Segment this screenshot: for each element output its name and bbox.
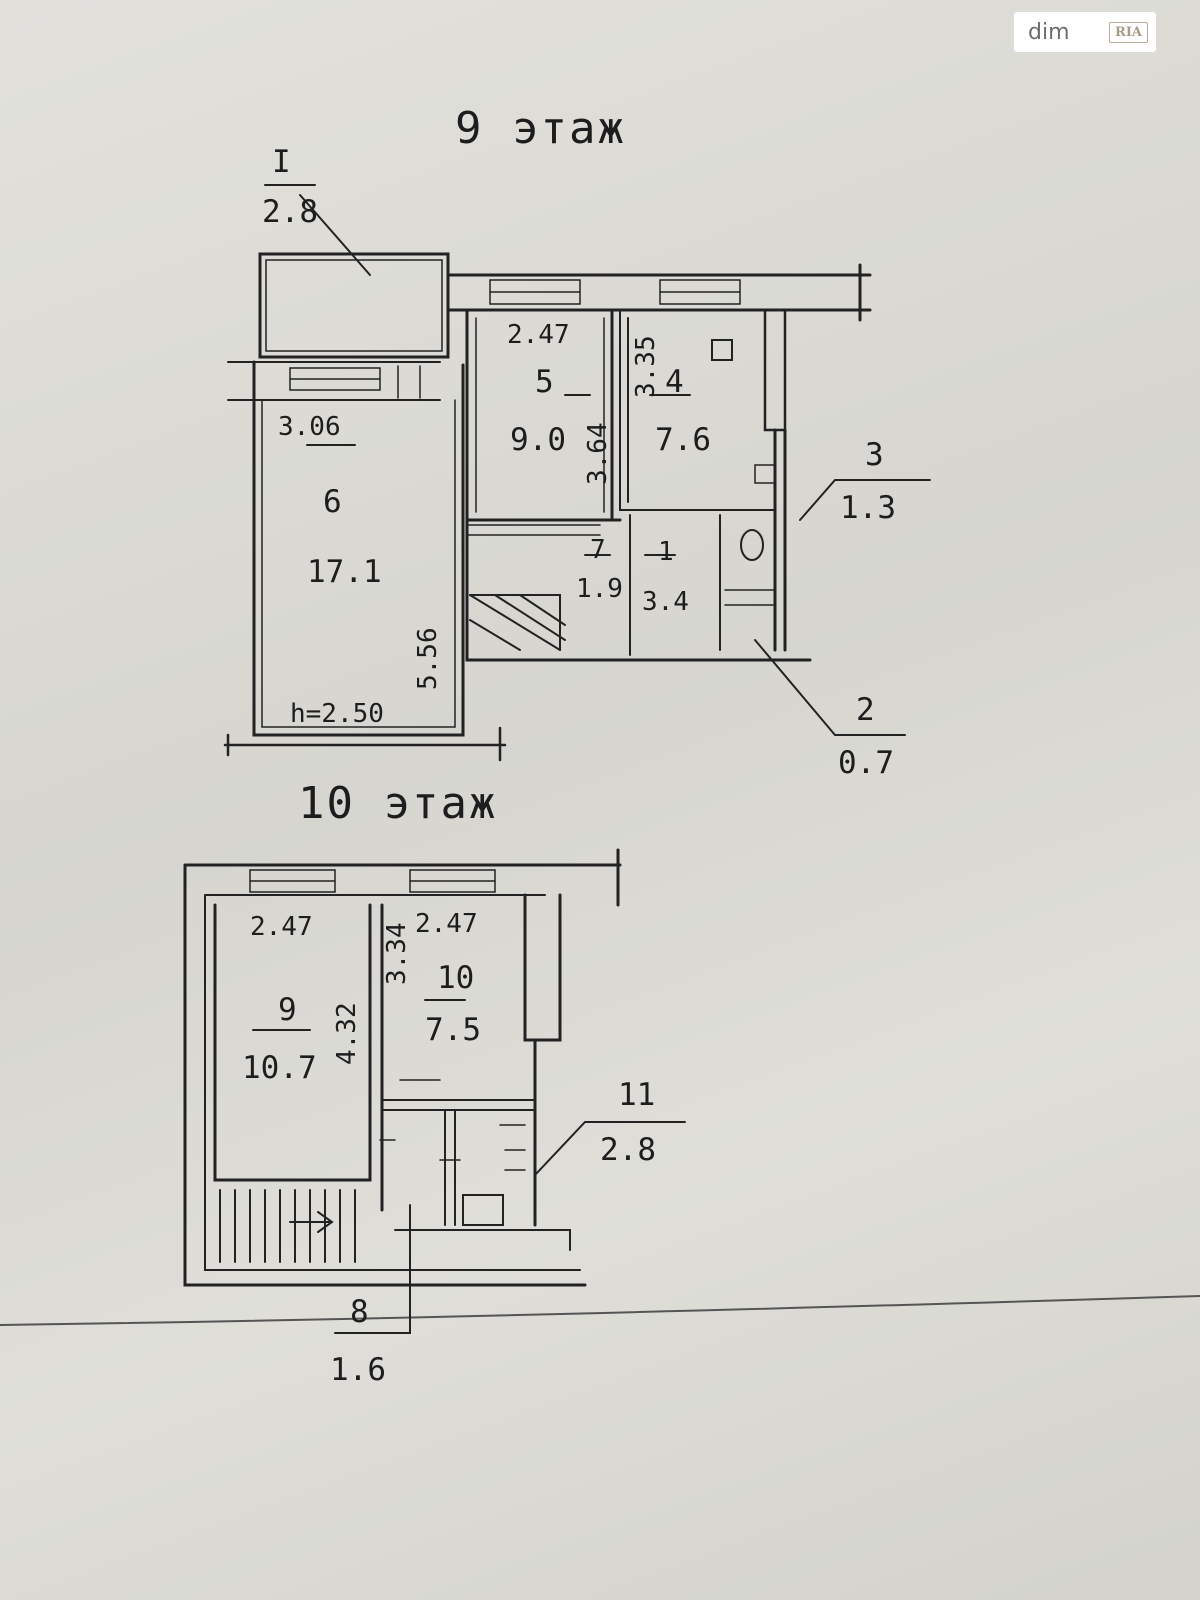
watermark-ria-text: RIA — [1109, 21, 1148, 43]
room-6-area: 17.1 — [307, 554, 382, 590]
sink-icon — [754, 464, 776, 484]
floor-10-plan — [183, 848, 686, 1334]
room-5-width: 2.47 — [507, 320, 570, 350]
room-7-number: 7 — [590, 535, 606, 565]
balcony-area: 2.8 — [262, 194, 318, 230]
room-2-area: 0.7 — [838, 745, 894, 781]
room-7-area: 1.9 — [576, 574, 623, 604]
room-1-number: 1 — [658, 537, 674, 567]
room-5-number: 5 — [535, 364, 554, 400]
room-5-area: 9.0 — [510, 422, 566, 458]
room-8-number: 8 — [350, 1294, 369, 1330]
room-4-length: 3.35 — [631, 335, 661, 398]
leader-line — [534, 1121, 686, 1176]
bath-icon — [462, 1194, 504, 1226]
room-3-area: 1.3 — [840, 490, 896, 526]
room-11-area: 2.8 — [600, 1132, 656, 1168]
leader-line — [334, 1204, 411, 1334]
room-8-area: 1.6 — [330, 1352, 386, 1388]
leader-line — [799, 479, 931, 521]
balcony-outline — [258, 252, 450, 359]
room-9-width: 2.47 — [250, 912, 313, 942]
room-1-area: 3.4 — [642, 587, 689, 617]
leader-line — [299, 194, 371, 276]
toilet-icon — [740, 529, 764, 561]
room-2-number: 2 — [856, 692, 875, 728]
balcony-number: I — [272, 144, 291, 180]
watermark-logo: dim RIA — [1014, 12, 1156, 52]
leader-line — [754, 639, 906, 736]
room-3-number: 3 — [865, 437, 884, 473]
room-5-length: 3.64 — [583, 422, 613, 485]
room-9-length: 4.32 — [332, 1002, 362, 1065]
floor-10-title: 10 этаж — [298, 778, 497, 829]
room-9-number: 9 — [278, 992, 297, 1028]
watermark-dim-text: dim — [1028, 19, 1070, 45]
room-6-number: 6 — [323, 484, 342, 520]
room-10-length: 3.34 — [382, 922, 412, 985]
floor-9-plan — [223, 184, 931, 762]
room-6-width: 3.06 — [278, 412, 341, 442]
room-10-number: 10 — [437, 960, 474, 996]
room-4-number: 4 — [665, 364, 684, 400]
staircase-icon — [219, 1189, 356, 1263]
paper-fold-line — [0, 1295, 1200, 1326]
ceiling-height: h=2.50 — [290, 699, 384, 729]
room-9-area: 10.7 — [242, 1050, 317, 1086]
floor-9-title: 9 этаж — [455, 103, 626, 154]
room-4-area: 7.6 — [655, 422, 711, 458]
room-11-number: 11 — [618, 1077, 655, 1113]
stove-icon — [711, 339, 733, 361]
room-6-length: 5.56 — [413, 627, 443, 690]
room-10-width: 2.47 — [415, 909, 478, 939]
room-10-area: 7.5 — [425, 1012, 481, 1048]
stair-hatch — [469, 594, 566, 651]
